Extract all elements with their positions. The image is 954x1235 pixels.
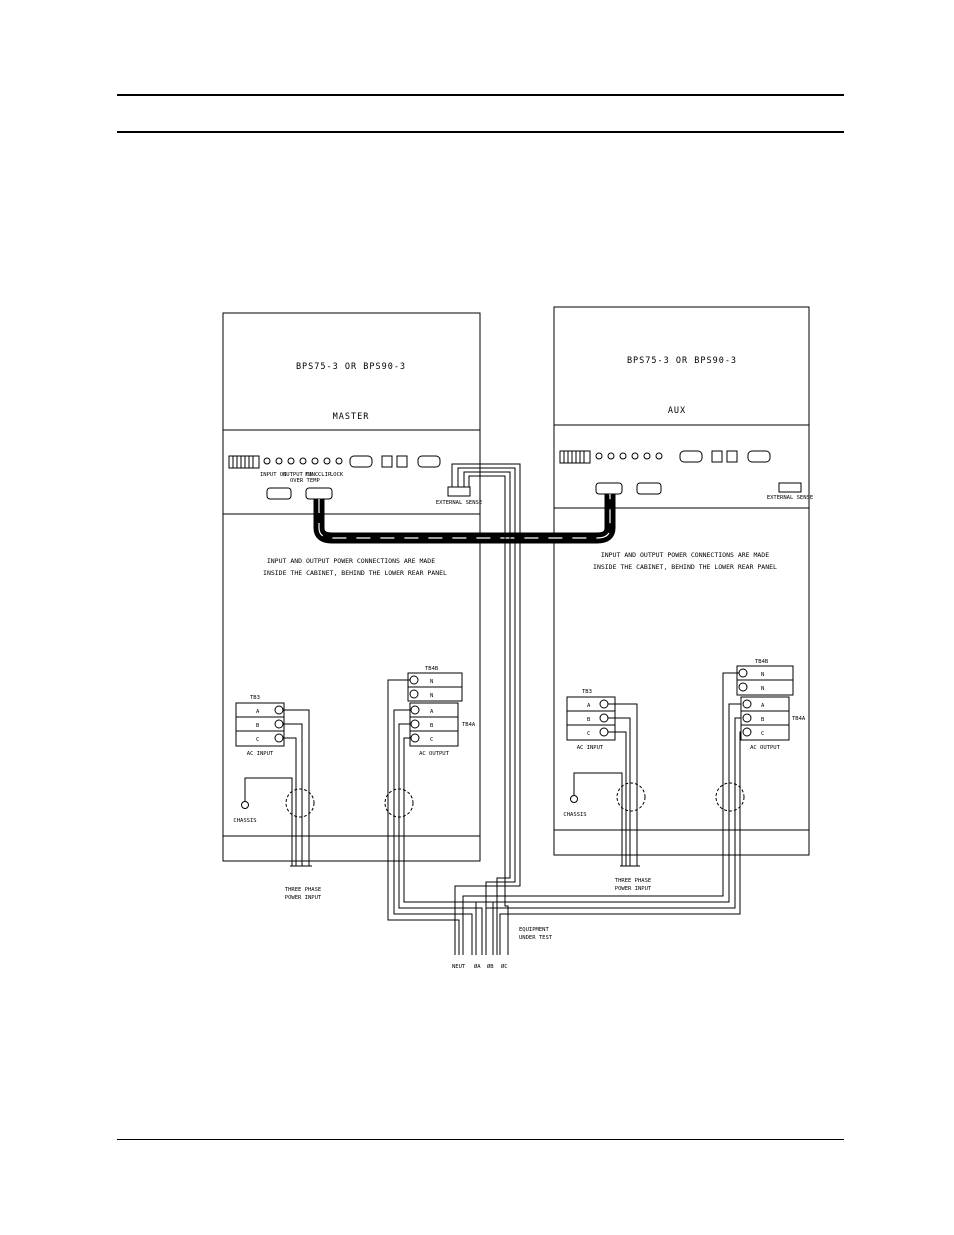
master-tb4a-b: B [430, 723, 434, 729]
master-tb4a-label: TB4A [462, 722, 476, 728]
master-tb4b-n1: N [430, 679, 433, 685]
aux-tb4a [740, 696, 790, 741]
aux-chassis-label: CHASSIS [563, 812, 586, 818]
master-led-indicators [263, 457, 343, 465]
aux-tb4a-label: TB4A [792, 716, 806, 722]
master-unit [222, 312, 481, 866]
master-tb3-b: B [256, 723, 260, 729]
master-tb3-a: A [256, 709, 260, 715]
aux-tb4b-n1: N [761, 672, 764, 678]
lead-b-label: ØB [487, 963, 494, 970]
master-ac-input-label: AC INPUT [247, 751, 274, 757]
master-led-label-4: FUNC [305, 472, 318, 478]
header-rule-top [117, 94, 844, 96]
master-model-label: BPS75-3 OR BPS90-3 [296, 362, 406, 372]
master-external-sense-block[interactable] [447, 486, 471, 497]
aux-note-line1: INPUT AND OUTPUT POWER CONNECTIONS ARE M… [601, 551, 769, 559]
aux-switch-1[interactable] [711, 450, 723, 463]
aux-note-line2: INSIDE THE CABINET, BEHIND THE LOWER REA… [593, 563, 777, 571]
master-tb4b-n2: N [430, 693, 433, 699]
master-tb3-c: C [256, 737, 259, 743]
master-note-line1: INPUT AND OUTPUT POWER CONNECTIONS ARE M… [267, 557, 435, 565]
master-tb4b-label: TB4B [425, 666, 439, 672]
master-note-line2: INSIDE THE CABINET, BEHIND THE LOWER REA… [263, 569, 447, 577]
aux-tb4b-label: TB4B [755, 659, 769, 665]
master-three-phase-label-1: THREE PHASE [285, 887, 321, 893]
aux-tb3-a: A [587, 703, 591, 709]
lead-neut-label: NEUT [452, 964, 466, 970]
master-role-label: MASTER [333, 412, 370, 422]
aux-tb3-c: C [587, 731, 590, 737]
aux-knockout-1 [616, 782, 646, 812]
aux-tb3-b: B [587, 717, 591, 723]
master-led-label-1: INPUT ON [260, 472, 287, 478]
master-chassis-ground [241, 801, 249, 809]
master-three-phase-label-2: POWER INPUT [285, 895, 322, 901]
aux-tb4b-n2: N [761, 686, 764, 692]
master-tb3 [235, 702, 285, 747]
master-db-connector[interactable] [349, 455, 373, 468]
header-rule-bottom [117, 131, 844, 133]
aux-external-sense-block[interactable] [778, 482, 802, 493]
master-led-label-6: CLIP [318, 472, 332, 478]
master-tb4a [409, 702, 459, 747]
aux-switch-2[interactable] [726, 450, 738, 463]
master-led-label-2: OUTPUT ON [283, 472, 313, 478]
master-external-sense-label: EXTERNAL SENSE [436, 500, 482, 506]
aux-output-wiring [462, 672, 741, 955]
aux-db-connector[interactable] [679, 450, 703, 463]
aux-ac-input-label: AC INPUT [577, 745, 604, 751]
aux-unit [553, 306, 810, 866]
aux-link-in-connector[interactable] [595, 482, 623, 495]
master-knockout-1 [285, 788, 315, 818]
aux-led-indicators [595, 452, 663, 460]
aux-three-phase-label-1: THREE PHASE [615, 878, 651, 884]
aux-db-connector-2[interactable] [747, 450, 771, 463]
aux-model-label: BPS75-3 OR BPS90-3 [627, 356, 737, 366]
master-led-label-7: LOCK [330, 472, 344, 478]
master-db-connector-2[interactable] [417, 455, 441, 468]
master-link-out-connector[interactable] [266, 487, 292, 500]
aux-tb4a-c: C [761, 731, 764, 737]
master-led-label-3: OVER TEMP [290, 478, 320, 484]
aux-external-sense-label: EXTERNAL SENSE [767, 495, 813, 501]
lead-c-label: ØC [501, 963, 508, 970]
aux-tb4a-b: B [761, 717, 765, 723]
aux-chassis-ground [570, 795, 578, 803]
footer-rule [117, 1139, 844, 1140]
aux-tb4a-a: A [761, 703, 765, 709]
master-tb4a-a: A [430, 709, 434, 715]
master-dip-switch[interactable] [228, 455, 260, 469]
master-ac-output-label: AC OUTPUT [419, 751, 449, 757]
lead-a-label: ØA [474, 963, 481, 970]
master-switch-1[interactable] [381, 455, 393, 468]
aux-three-phase-label-2: POWER INPUT [615, 886, 652, 892]
aux-dip-switch[interactable] [559, 450, 591, 464]
aux-tb3-label: TB3 [582, 689, 592, 695]
aux-link-out-connector[interactable] [636, 482, 662, 495]
master-link-in-connector[interactable] [305, 487, 333, 500]
aux-knockout-2 [715, 782, 745, 812]
eut-label-2: UNDER TEST [519, 935, 553, 941]
master-tb4a-c: C [430, 737, 433, 743]
aux-ac-output-label: AC OUTPUT [750, 745, 780, 751]
master-output-wiring [387, 679, 494, 955]
master-chassis-label: CHASSIS [233, 818, 256, 824]
master-tb3-label: TB3 [250, 695, 260, 701]
eut-label-1: EQUIPMENT [519, 927, 549, 933]
aux-role-label: AUX [668, 406, 686, 416]
master-switch-2[interactable] [396, 455, 408, 468]
